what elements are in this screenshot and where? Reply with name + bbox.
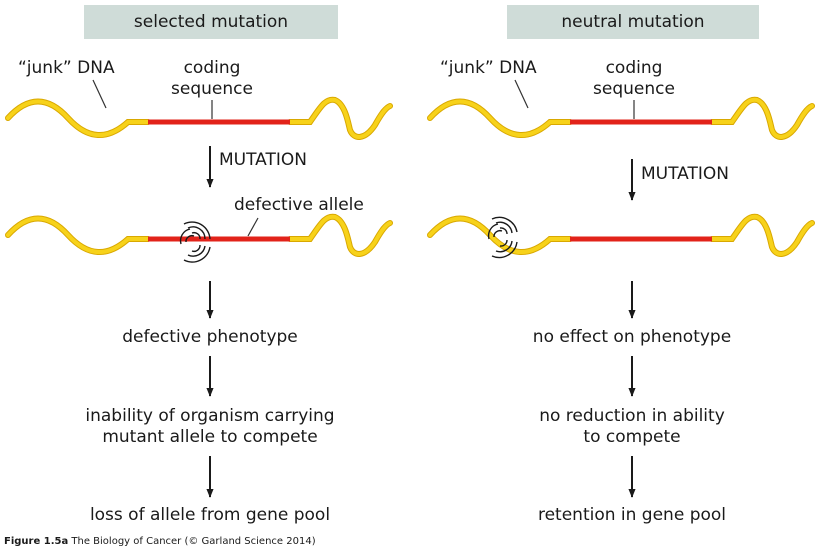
left-original-dna — [5, 79, 393, 140]
right-junk-dna-label: “junk” DNA — [440, 58, 537, 78]
right-stage-no-reduction-in-ability: no reduction in ability to compete — [462, 406, 802, 448]
right-coding-label-line2: sequence — [593, 79, 675, 99]
figure-number: Figure 1.5a — [4, 536, 69, 547]
left-junk-pointer — [92, 79, 107, 109]
right-junk-dna-strand-1 — [428, 99, 572, 137]
right-mutation-burst-icon — [487, 216, 518, 259]
right-coding-sequence-label: coding sequence — [584, 58, 684, 100]
left-junk-dna-strand-1 — [5, 98, 151, 138]
left-coding-label-line1: coding — [183, 58, 241, 78]
right-stage-retention-in-gene-pool: retention in gene pool — [537, 505, 727, 525]
figure-source: The Biology of Cancer (© Garland Science… — [71, 536, 316, 547]
left-junk-dna-label: “junk” DNA — [18, 58, 115, 78]
right-stage2-line2: to compete — [583, 427, 681, 447]
left-mutation-label: MUTATION — [219, 150, 307, 170]
defective-allele-pointer — [247, 217, 259, 237]
right-junk-dna-strand-2 — [710, 97, 814, 139]
left-mutated-dna — [5, 213, 393, 263]
right-stage2-line1: no reduction in ability — [539, 406, 725, 426]
right-junk-pointer — [514, 79, 529, 109]
left-stage2-line2: mutant allele to compete — [102, 427, 318, 447]
right-coding-label-line1: coding — [605, 58, 663, 78]
right-panel-header: neutral mutation — [507, 5, 759, 39]
figure-caption: Figure 1.5a The Biology of Cancer (© Gar… — [4, 536, 316, 547]
left-mutation-burst-icon — [179, 221, 211, 263]
left-panel-header: selected mutation — [84, 5, 338, 39]
right-stage-no-effect-on-phenotype: no effect on phenotype — [532, 327, 732, 347]
right-mutated-junk-strand-1 — [428, 216, 572, 254]
left-coding-sequence-label: coding sequence — [162, 58, 262, 100]
right-mutated-junk-strand-2 — [710, 214, 814, 256]
left-mutated-junk-strand-1 — [6, 216, 150, 254]
right-mutation-label: MUTATION — [641, 164, 729, 184]
right-mutated-dna — [427, 213, 815, 259]
left-stage-defective-phenotype: defective phenotype — [122, 327, 298, 347]
defective-allele-label: defective allele — [234, 195, 364, 215]
right-original-dna — [427, 79, 815, 140]
left-mutated-junk-strand-2 — [288, 214, 392, 256]
left-stage2-line1: inability of organism carrying — [85, 406, 335, 426]
left-stage-inability-to-compete: inability of organism carrying mutant al… — [40, 406, 380, 448]
left-stage-loss-of-allele: loss of allele from gene pool — [89, 505, 331, 525]
left-coding-label-line2: sequence — [171, 79, 253, 99]
